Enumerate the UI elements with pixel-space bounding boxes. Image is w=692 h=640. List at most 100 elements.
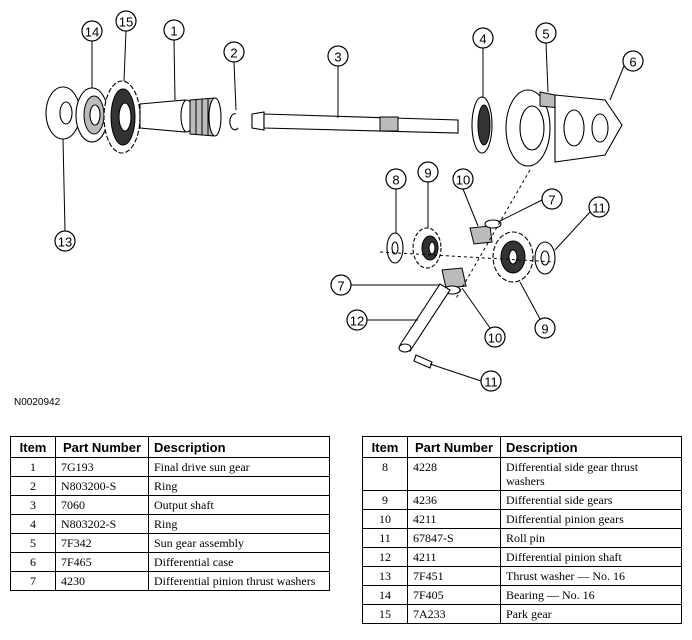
leader-line — [609, 65, 625, 101]
upper-pinion-gear-part — [469, 225, 493, 245]
item-cell: 13 — [362, 566, 408, 586]
callout-label: 6 — [629, 55, 636, 70]
differential-case-part — [554, 94, 623, 163]
callout-circle — [223, 41, 245, 63]
callout-10: 10 — [452, 168, 479, 227]
leader-line — [461, 287, 491, 329]
description-cell: Differential pinion gears — [500, 509, 682, 529]
callout-11: 11 — [429, 363, 502, 392]
part-number-cell: 4228 — [407, 457, 501, 491]
callout-label: 10 — [488, 331, 502, 346]
callout-circle — [588, 196, 610, 218]
callout-circle — [81, 20, 103, 42]
park-gear-part — [103, 80, 141, 154]
header-part-number: Part Number — [407, 436, 501, 458]
part-number-cell: 7F342 — [55, 533, 149, 553]
pinion-thrust-washer-part — [443, 219, 502, 295]
final-drive-sun-gear-part — [139, 97, 222, 137]
callout-14: 14 — [81, 20, 103, 88]
callout-circle — [327, 45, 349, 67]
callout-label: 11 — [484, 375, 498, 390]
callout-circle — [484, 326, 506, 348]
callout-12: 12 — [346, 309, 418, 331]
part-number-cell: 7G193 — [55, 457, 149, 477]
header-part-number: Part Number — [55, 436, 149, 458]
callout-label: 7 — [548, 193, 555, 208]
figure-id: N0020942 — [14, 397, 61, 408]
description-cell: Ring — [148, 514, 330, 534]
item-cell: 6 — [10, 552, 56, 572]
item-cell: 12 — [362, 547, 408, 567]
description-cell: Output shaft — [148, 495, 330, 515]
callout-circle — [472, 27, 494, 49]
header-item: Item — [10, 436, 56, 458]
thrust-washer-part — [45, 86, 81, 140]
callout-circle — [480, 370, 502, 392]
part-number-cell: 7F465 — [55, 552, 149, 572]
leader-line — [173, 39, 176, 101]
callout-7: 7 — [330, 274, 440, 296]
snap-ring-2-part — [229, 113, 239, 131]
part-number-cell: 4230 — [55, 571, 149, 591]
callout-circle — [417, 161, 439, 183]
item-cell: 2 — [10, 476, 56, 496]
part-number-cell: 4211 — [407, 547, 501, 567]
callout-3: 3 — [327, 45, 349, 118]
leader-line — [519, 281, 541, 320]
callout-8: 8 — [385, 168, 407, 233]
callout-label: 9 — [541, 322, 548, 337]
callout-circle — [535, 22, 557, 44]
item-cell: 11 — [362, 528, 408, 548]
leader-line — [462, 188, 479, 227]
callout-9: 9 — [417, 161, 439, 228]
callout-2: 2 — [223, 41, 245, 111]
description-cell: Final drive sun gear — [148, 457, 330, 477]
callout-13: 13 — [54, 138, 76, 252]
description-cell: Differential pinion shaft — [500, 547, 682, 567]
leader-line — [545, 42, 549, 93]
callout-label: 13 — [58, 235, 72, 250]
callout-label: 1 — [170, 24, 177, 39]
part-number-cell: N803202-S — [55, 514, 149, 534]
description-cell: Differential case — [148, 552, 330, 572]
callout-circle — [541, 188, 563, 210]
part-number-cell: 7F451 — [407, 566, 501, 586]
item-cell: 15 — [362, 604, 408, 624]
callout-circle — [452, 168, 474, 190]
description-cell: Differential side gear thrust washers — [500, 457, 682, 491]
description-cell: Differential pinion thrust washers — [148, 571, 330, 591]
callout-11: 11 — [554, 196, 610, 251]
right-side-gear-washer-part — [534, 241, 556, 275]
description-cell: Thrust washer — No. 16 — [500, 566, 682, 586]
item-cell: 14 — [362, 585, 408, 605]
leader-line — [123, 30, 127, 82]
callout-5: 5 — [535, 22, 557, 93]
callout-label: 5 — [542, 27, 549, 42]
callout-10: 10 — [461, 287, 506, 348]
item-cell: 7 — [10, 571, 56, 591]
callout-circle — [346, 309, 368, 331]
callout-label: 12 — [350, 314, 364, 329]
callout-label: 11 — [592, 201, 606, 216]
callout-7: 7 — [497, 188, 563, 223]
lower-pinion-gear-part — [441, 267, 467, 289]
sun-gear-assembly-part — [505, 89, 561, 167]
callout-label: 2 — [230, 46, 237, 61]
callout-label: 4 — [479, 32, 486, 47]
output-shaft-part — [251, 111, 459, 134]
description-cell: Ring — [148, 476, 330, 496]
part-number-cell: 7F405 — [407, 585, 501, 605]
callout-circle — [54, 230, 76, 252]
callout-9: 9 — [519, 281, 556, 339]
